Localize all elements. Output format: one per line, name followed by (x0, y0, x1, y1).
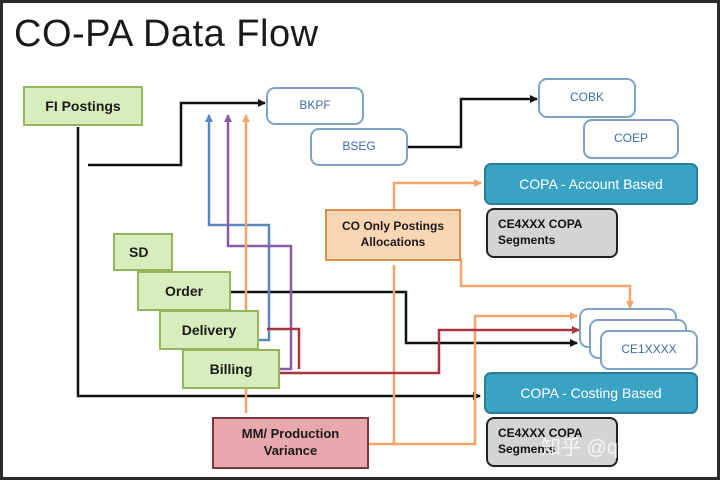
arrow-mm-to-ce1 (369, 312, 578, 446)
copa-costing-based-box: COPA - Costing Based (484, 372, 698, 414)
arrow-co-only-to-ce1 (459, 258, 634, 309)
ce1-label: CE1XXXX (621, 342, 677, 357)
delivery-label: Delivery (181, 321, 237, 338)
billing-box: Billing (182, 349, 280, 389)
copa-costing-based-label: COPA - Costing Based (520, 384, 662, 401)
copa-account-based-box: COPA - Account Based (484, 163, 698, 205)
arrow-fi-to-bkpf (88, 99, 266, 167)
fi-postings-label: FI Postings (45, 97, 121, 114)
arrow-order-to-ce1 (231, 290, 578, 347)
billing-label: Billing (209, 360, 253, 377)
ce4-costing-segments-label: CE4XXX COPA Segments (498, 426, 583, 456)
order-box: Order (137, 271, 231, 311)
page-title: CO-PA Data Flow (14, 13, 319, 55)
mm-production-variance-label: MM/ Production Variance (241, 426, 340, 458)
bkpf-label: BKPF (299, 98, 331, 113)
cobk-box: COBK (538, 78, 636, 118)
copa-account-based-label: COPA - Account Based (519, 175, 663, 192)
co-only-postings-box: CO Only Postings Allocations (325, 209, 461, 261)
arrow-billing-to-bkpf-purple (224, 114, 293, 371)
arrow-co-only-to-copa-account (392, 179, 482, 209)
sd-box: SD (113, 233, 173, 271)
arrow-delivery-to-ce1-maroon (267, 327, 301, 369)
order-label: Order (164, 282, 204, 299)
ce1-box: CE1XXXX (600, 330, 698, 370)
sd-label: SD (129, 243, 149, 260)
bseg-label: BSEG (342, 139, 376, 154)
flow-arrows (76, 95, 634, 446)
arrow-billing-to-ce1-maroon (278, 326, 580, 375)
ce4-account-segments-label: CE4XXX COPA Segments (498, 217, 583, 247)
delivery-box: Delivery (159, 310, 259, 350)
coep-box: COEP (583, 119, 679, 159)
bseg-box: BSEG (310, 128, 408, 166)
arrow-fi-to-copa-costing (76, 127, 481, 400)
ce4-account-segments-box: CE4XXX COPA Segments (486, 208, 618, 258)
ce4-costing-segments-box: CE4XXX COPA Segments (486, 417, 618, 467)
fi-postings-box: FI Postings (23, 86, 143, 126)
arrow-bseg-to-cobk (406, 95, 538, 149)
watermark: 知乎 @qichunbb (541, 437, 689, 459)
mm-production-variance-box: MM/ Production Variance (212, 417, 369, 469)
arrow-sd-to-bkpf-blue (205, 114, 271, 342)
cobk-label: COBK (569, 90, 604, 105)
co-only-postings-label: CO Only Postings Allocations (341, 219, 444, 249)
bkpf-box: BKPF (266, 87, 364, 125)
coep-label: COEP (613, 131, 648, 146)
